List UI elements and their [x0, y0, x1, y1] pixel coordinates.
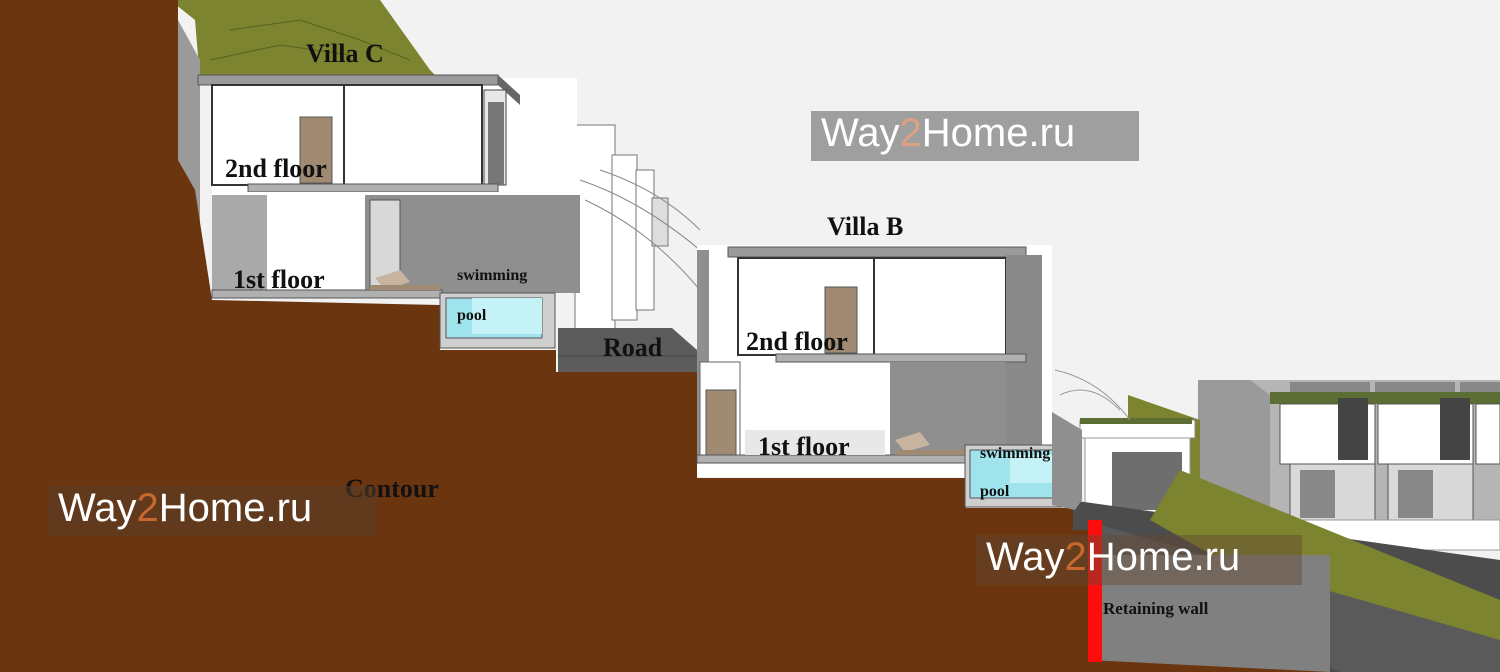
villa-b-deck — [895, 450, 965, 455]
townhouse-roof — [1375, 382, 1455, 392]
villa-b-label: Villa B — [827, 212, 903, 241]
sketch-line — [599, 169, 701, 231]
sketch-line — [1054, 369, 1131, 421]
villa-b-lounger — [895, 432, 930, 452]
villa-c-lower-shade — [212, 195, 267, 292]
villa-c-roof — [197, 74, 499, 86]
villa-b-retaining-block — [1052, 412, 1082, 510]
sketch-line — [1059, 389, 1121, 411]
pavilion-green-roof — [1080, 418, 1192, 424]
villa-c-window — [488, 102, 504, 185]
road-surface — [558, 328, 697, 372]
watermark: Way2Home.ru — [48, 486, 376, 536]
villa-b-roof — [727, 246, 1027, 258]
townhouse-roof — [1290, 382, 1370, 392]
villa-b-second-floor-label: 2nd floor — [746, 327, 848, 356]
hill-line — [229, 19, 411, 61]
villa-c-pool-label-2: pool — [457, 307, 487, 324]
villa-b-upper-door — [824, 286, 858, 354]
distant-building — [635, 169, 655, 311]
villa-c-upper-door — [299, 116, 333, 184]
villa-b-lower-room — [745, 430, 885, 455]
retaining-wall-marker — [1088, 520, 1102, 662]
watermark: Way2Home.ru — [976, 535, 1302, 585]
retained-area — [1100, 555, 1330, 672]
sketch-line — [584, 199, 701, 291]
villa-b-pool-highlight — [1010, 455, 1060, 483]
villa-b-first-floor-label: 1st floor — [758, 432, 850, 461]
villa-c-label: Villa C — [306, 39, 384, 68]
townhouse-unit — [1475, 403, 1500, 465]
villa-c-pool-highlight — [472, 298, 542, 334]
watermark: Way2Home.ru — [811, 111, 1139, 161]
villa-c-deck — [370, 285, 440, 290]
distant-building — [651, 197, 669, 247]
sketch-line — [579, 179, 701, 251]
distant-building — [574, 124, 616, 341]
townhouse-door — [1300, 470, 1335, 518]
hillside-grass — [170, 0, 440, 80]
hill-line — [209, 44, 351, 61]
villa-c-second-floor-label: 2nd floor — [225, 154, 327, 183]
villa-b-pool-label-2: pool — [980, 483, 1010, 500]
townhouse-window — [1338, 398, 1368, 460]
villa-b-lower-door — [705, 389, 737, 457]
distant-building — [611, 154, 638, 321]
townhouse-door — [1398, 470, 1433, 518]
villa-c-first-floor-label: 1st floor — [233, 265, 325, 294]
villa-b-upper-room — [737, 257, 1007, 356]
villa-c-upper-room — [211, 84, 483, 186]
townhouse-roof — [1460, 382, 1500, 392]
villa-c-pool-label-1: swimming — [457, 267, 527, 284]
townhouse-window — [1440, 398, 1470, 460]
villa-b-pool-label-1: swimming — [980, 445, 1050, 462]
road-label: Road — [603, 333, 663, 362]
villa-c-slab — [247, 183, 499, 193]
retaining-wall-label: Retaining wall — [1103, 599, 1209, 618]
villa-c-roof-edge — [498, 75, 520, 105]
